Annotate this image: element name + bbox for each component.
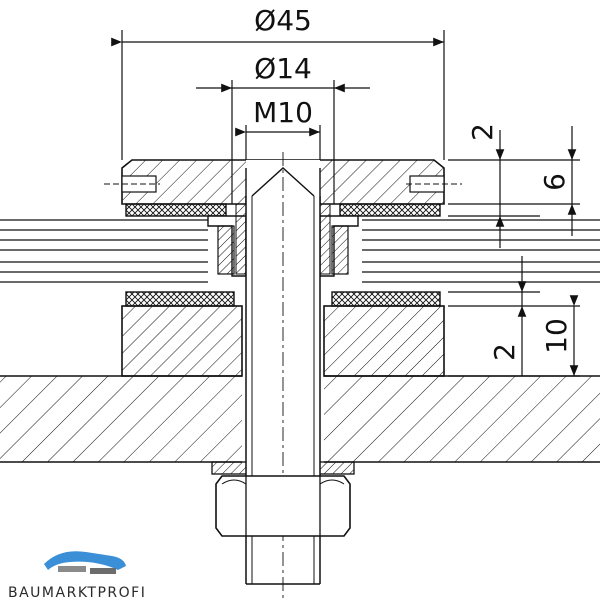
dim-outer-diameter: Ø45 [254, 4, 312, 37]
hex-nut [215, 475, 351, 537]
brand-logo-text: BAUMARKTPROFI [8, 585, 146, 600]
dimension-lines [111, 30, 580, 377]
dim-thread: M10 [253, 96, 313, 129]
base-plate [0, 375, 600, 463]
spacer-block [121, 305, 445, 377]
dim-base-height: 10 [540, 318, 573, 354]
dim-cap-total: 6 [538, 173, 571, 191]
lower-rubber-pad [125, 291, 441, 307]
glass-layer-lines [0, 219, 600, 283]
dim-collar-diameter: Ø14 [254, 52, 312, 85]
brand-logo: BAUMARKTPROFI [8, 551, 146, 600]
dim-cap-groove: 2 [466, 123, 499, 141]
upper-rubber-pad [125, 203, 441, 217]
dim-pad-thickness: 2 [488, 343, 521, 361]
